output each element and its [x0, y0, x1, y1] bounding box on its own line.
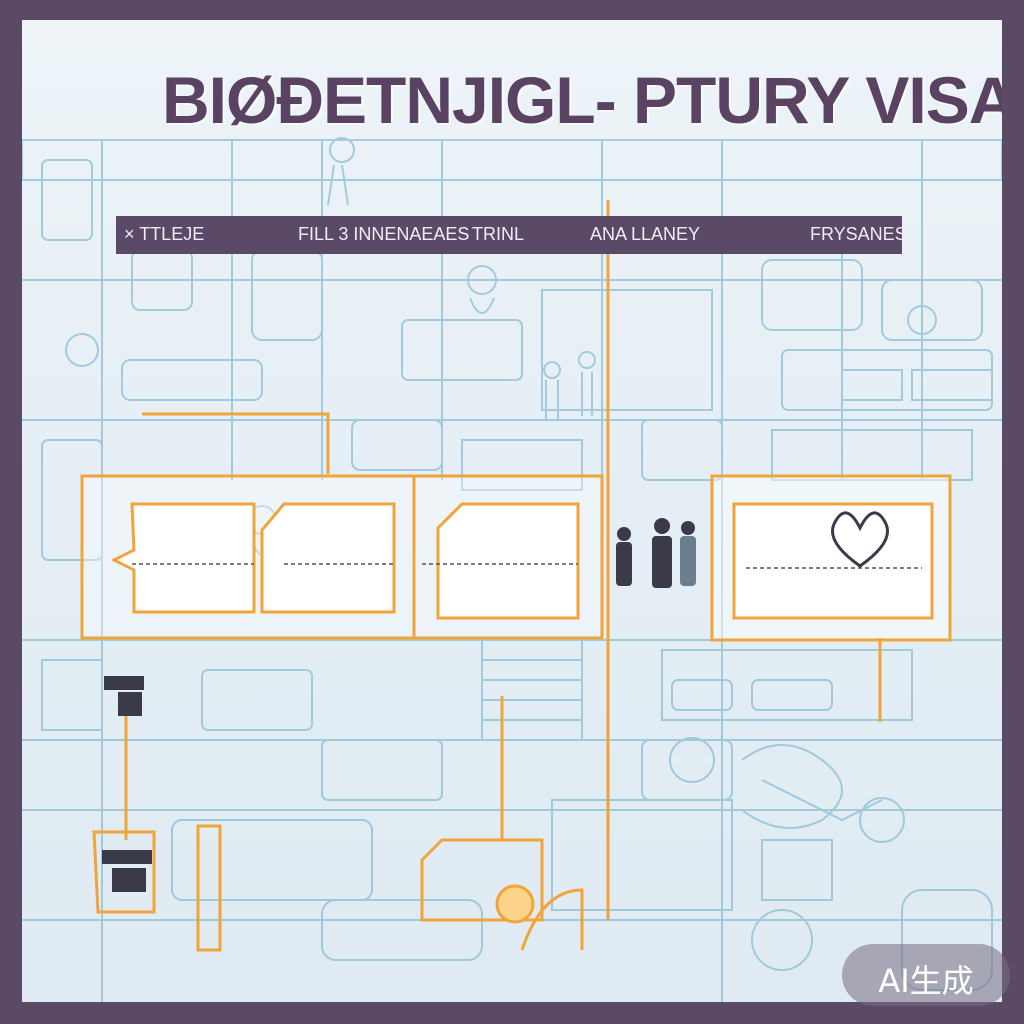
header-cell-1: × TTLEJE	[124, 224, 205, 244]
heart-icon	[831, 511, 889, 568]
chair-icon	[102, 850, 152, 892]
ai-generated-badge: AI生成	[842, 944, 1010, 1006]
background-sketch	[22, 137, 1002, 1002]
poster-title: BIØÐETNJIGL- PTURY VISA	[162, 63, 1002, 137]
header-cell-3: TRINL	[472, 224, 525, 244]
ai-generated-label: AI生成	[878, 962, 974, 1000]
people-figures-icon	[616, 518, 696, 588]
printer-icon	[104, 676, 144, 716]
header-cell-2: FILL 3 INNENAEAES	[298, 224, 470, 244]
header-cell-5: FRYSANES	[810, 224, 907, 244]
header-bar: × TTLEJE FILL 3 INNENAEAES TRINL ANA LLA…	[116, 216, 907, 254]
illustration-canvas: BIØÐETNJIGL- PTURY VISA × TTLEJE FILL 3 …	[22, 20, 1002, 1002]
header-cell-4: ANA LLANEY	[590, 224, 701, 244]
